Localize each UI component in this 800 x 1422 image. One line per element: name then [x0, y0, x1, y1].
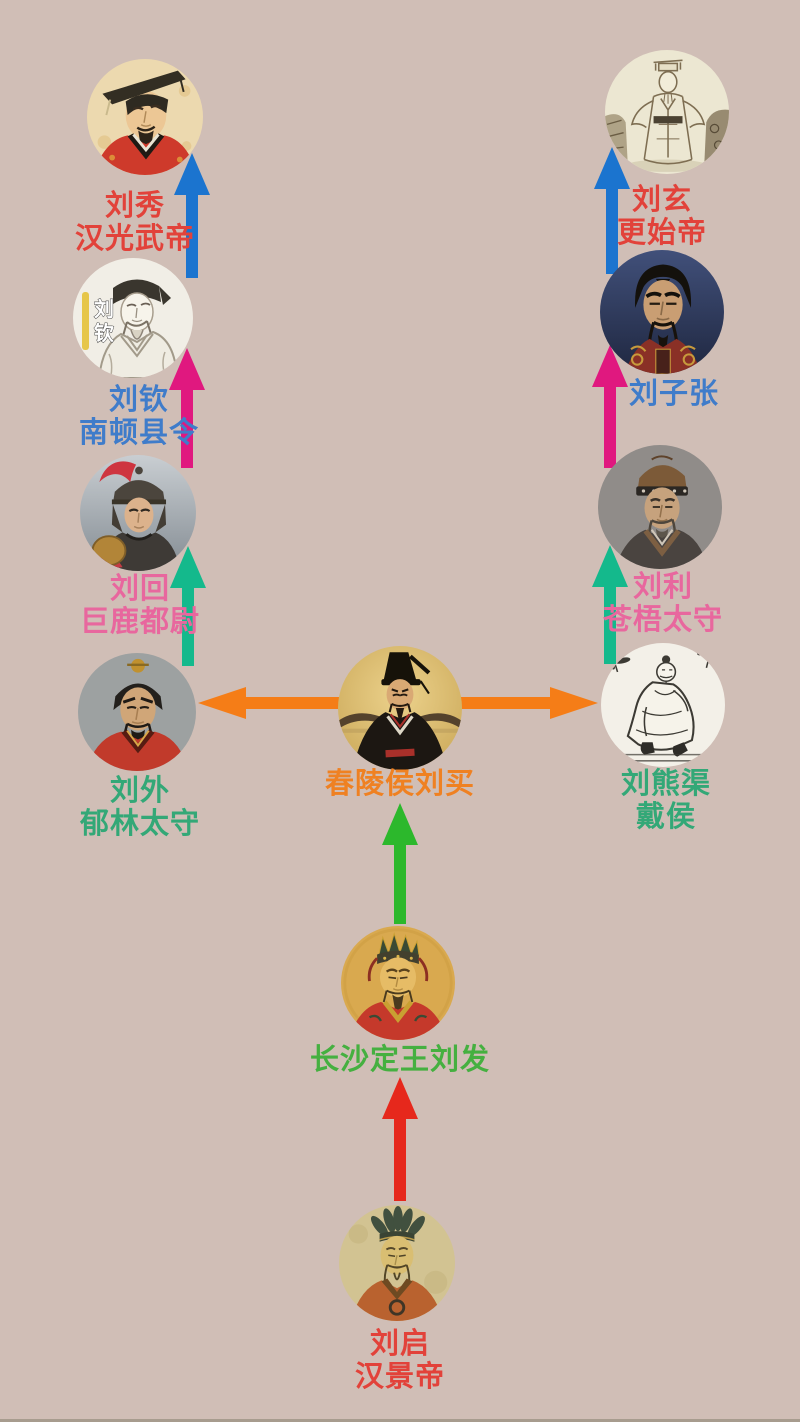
portrait-liuxiu	[87, 59, 203, 175]
arrow-liuzizhang-to-liuxuan	[594, 147, 630, 274]
portrait-liuwai	[78, 653, 196, 771]
arrow-liumai-to-liuxiongqu	[456, 687, 598, 719]
arrow-liumai-to-liuwai	[198, 687, 340, 719]
portrait-liuxuan	[605, 50, 729, 174]
badge-char-2: 钦	[94, 321, 114, 345]
node-title: 巨鹿都尉	[79, 606, 200, 638]
portrait-liuxiongqu	[601, 643, 725, 767]
node-title: 苍梧太守	[602, 604, 723, 636]
arrow-liuli-to-liuzizhang	[592, 345, 628, 468]
node-name: 刘钦	[108, 384, 169, 416]
node-name: 刘利	[632, 571, 693, 603]
node-name: 刘子张	[628, 378, 719, 410]
arrow-liuqin-to-liuxiu	[174, 153, 210, 278]
node-title: 郁林太守	[79, 808, 200, 840]
arrow-liuxiongqu-to-liuli	[592, 545, 628, 664]
node-title: 戴侯	[635, 801, 696, 833]
arrow-liuqi-to-liufa	[382, 1077, 418, 1201]
label-liumai: 春陵侯刘买	[270, 768, 530, 801]
arrow-liuwai-to-liuhui	[170, 546, 206, 666]
node-name: 刘玄	[631, 184, 692, 216]
label-liuhui: 刘回 巨鹿都尉	[30, 573, 250, 639]
arrow-liufa-to-liumai	[382, 803, 418, 924]
label-liuxiu: 刘秀 汉光武帝	[25, 190, 245, 256]
portrait-liumai	[338, 646, 462, 770]
portrait-liuqin: 刘 钦	[73, 258, 193, 378]
node-name: 刘启	[369, 1328, 430, 1360]
bottom-edge-strip	[0, 1419, 800, 1422]
node-title: 汉景帝	[354, 1361, 445, 1393]
node-title: 汉光武帝	[74, 223, 195, 255]
node-name: 刘回	[109, 573, 170, 605]
label-liuzizhang: 刘子张	[564, 378, 784, 411]
portrait-liuli	[598, 445, 722, 569]
label-liuqi: 刘启 汉景帝	[290, 1328, 510, 1394]
node-title: 更始帝	[616, 217, 707, 249]
label-liuxuan: 刘玄 更始帝	[552, 184, 772, 250]
node-name: 长沙定王刘发	[309, 1044, 490, 1076]
node-name: 刘外	[109, 775, 170, 807]
label-liufa: 长沙定王刘发	[270, 1044, 530, 1077]
label-liuxiongqu: 刘熊渠 戴侯	[556, 768, 776, 834]
node-name: 刘熊渠	[620, 768, 711, 800]
label-liuqin: 刘钦 南顿县令	[29, 384, 249, 450]
label-liuli: 刘利 苍梧太守	[553, 571, 773, 637]
node-name: 刘秀	[104, 190, 165, 222]
portrait-liuhui	[80, 455, 196, 571]
label-liuwai: 刘外 郁林太守	[30, 775, 250, 841]
portrait-liuzizhang	[600, 250, 724, 374]
portrait-liufa	[341, 926, 455, 1040]
node-name: 春陵侯刘买	[324, 768, 475, 800]
portrait-liuqi	[339, 1205, 455, 1321]
node-title: 南顿县令	[78, 417, 199, 449]
arrow-liuhui-to-liuqin	[169, 348, 205, 468]
badge-char-1: 刘	[94, 297, 114, 321]
